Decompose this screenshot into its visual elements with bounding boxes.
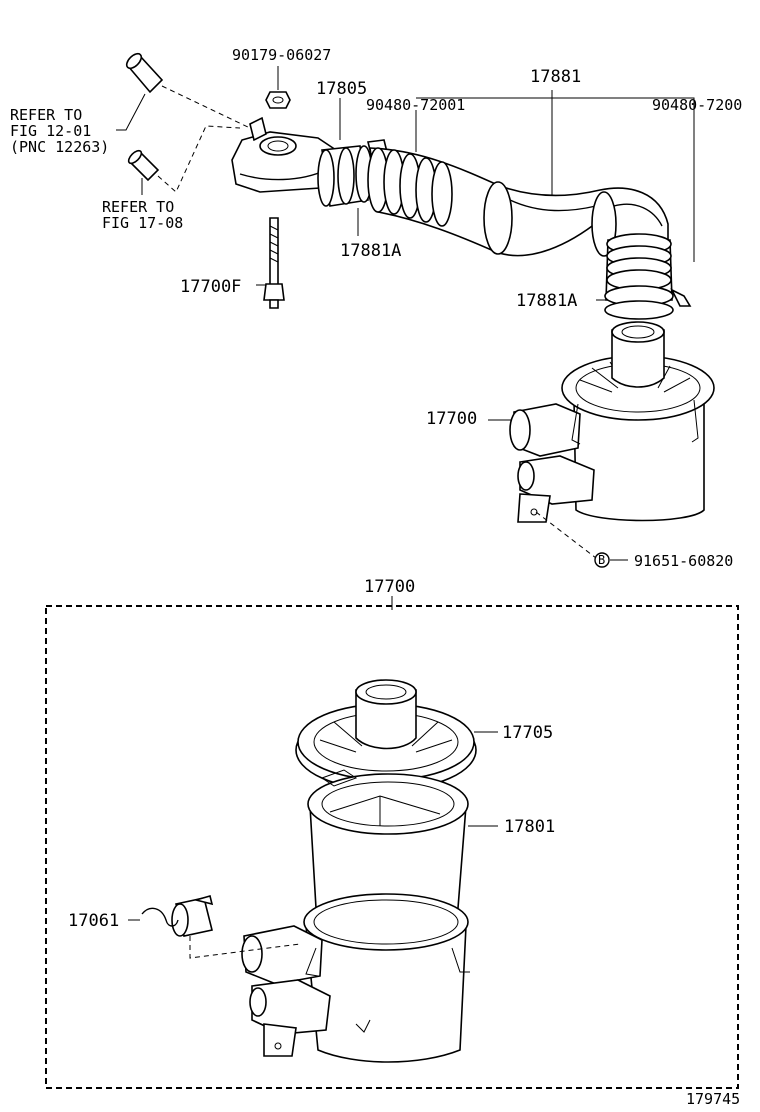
intake-hose — [367, 147, 669, 257]
air-filter-element — [307, 769, 469, 926]
hose-upper-connector — [317, 139, 389, 207]
label-refer-bottom-2: FIG 17-08 — [102, 214, 183, 232]
reference-hose-upper — [125, 52, 164, 94]
vacuum-valve — [141, 895, 214, 937]
label-cap: 17705 — [502, 723, 553, 743]
label-cleaner-assy-group: 17700 — [364, 577, 415, 597]
stud-bolt — [263, 217, 285, 309]
label-valve: 17061 — [68, 911, 119, 931]
air-cleaner-upper — [509, 321, 715, 523]
label-element: 17801 — [504, 817, 555, 837]
label-refer-top-1: REFER TO — [10, 106, 82, 124]
label-cleaner-assy-top: 17700 — [426, 409, 477, 429]
label-refer-top-3: (PNC 12263) — [10, 138, 109, 156]
label-stud: 17700F — [180, 277, 241, 297]
label-bolt-symbol: B — [598, 553, 605, 567]
label-clamp-right: 90480-7200 — [652, 96, 742, 114]
label-figure-number: 179745 — [686, 1090, 740, 1108]
label-refer-top-2: FIG 12-01 — [10, 122, 91, 140]
reference-hose-lower — [127, 149, 160, 182]
label-refer-bottom-1: REFER TO — [102, 198, 174, 216]
bolt-symbol-circle — [594, 552, 610, 568]
nut — [265, 91, 291, 109]
label-hose-a-upper: 17881A — [340, 241, 401, 261]
air-inlet — [231, 116, 337, 193]
label-hose-assy: 17881 — [530, 67, 581, 87]
label-bolt: 91651-60820 — [634, 552, 733, 570]
label-clamp-left: 90480-72001 — [366, 96, 465, 114]
label-hose-a-lower: 17881A — [516, 291, 577, 311]
label-inlet: 17805 — [316, 79, 367, 99]
label-nut: 90179-06027 — [232, 46, 331, 64]
air-cleaner-cap — [295, 679, 477, 791]
air-cleaner-case — [241, 893, 470, 1063]
hose-lower-connector — [604, 233, 692, 320]
